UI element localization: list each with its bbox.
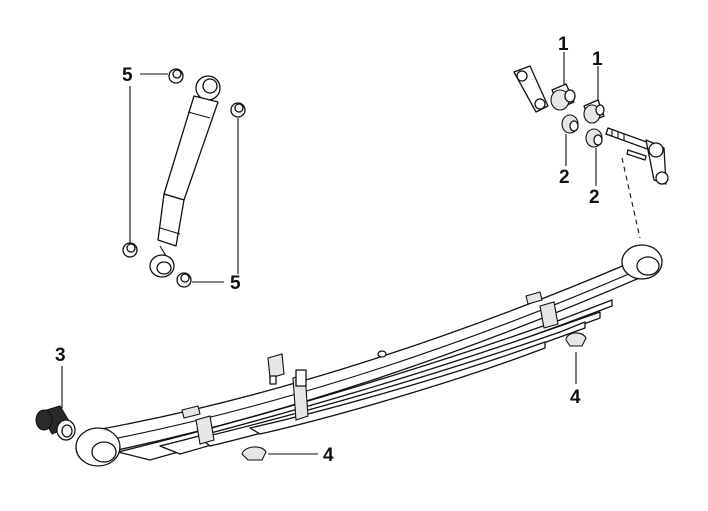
shock-bushings-part-5	[122, 68, 246, 288]
shackle-assembly	[513, 65, 669, 185]
bumper-part-4-bottom	[241, 446, 267, 461]
leader-lines	[61, 52, 599, 455]
callout-2-left: 2	[559, 167, 570, 188]
leaf-spring	[75, 244, 663, 467]
callout-4-right: 4	[570, 387, 581, 408]
shock-absorber	[149, 75, 221, 278]
bushing-part-3	[35, 405, 76, 441]
callout-1-left: 1	[558, 34, 569, 55]
callout-5-top: 5	[122, 65, 133, 86]
callout-3: 3	[55, 345, 66, 366]
bumper-part-4-right	[565, 332, 587, 347]
callout-5-bottom: 5	[230, 273, 241, 294]
callout-2-right: 2	[589, 187, 600, 208]
callout-4-bottom: 4	[323, 445, 334, 466]
assembly-guide-line	[621, 157, 641, 239]
callout-1-right: 1	[592, 49, 603, 70]
